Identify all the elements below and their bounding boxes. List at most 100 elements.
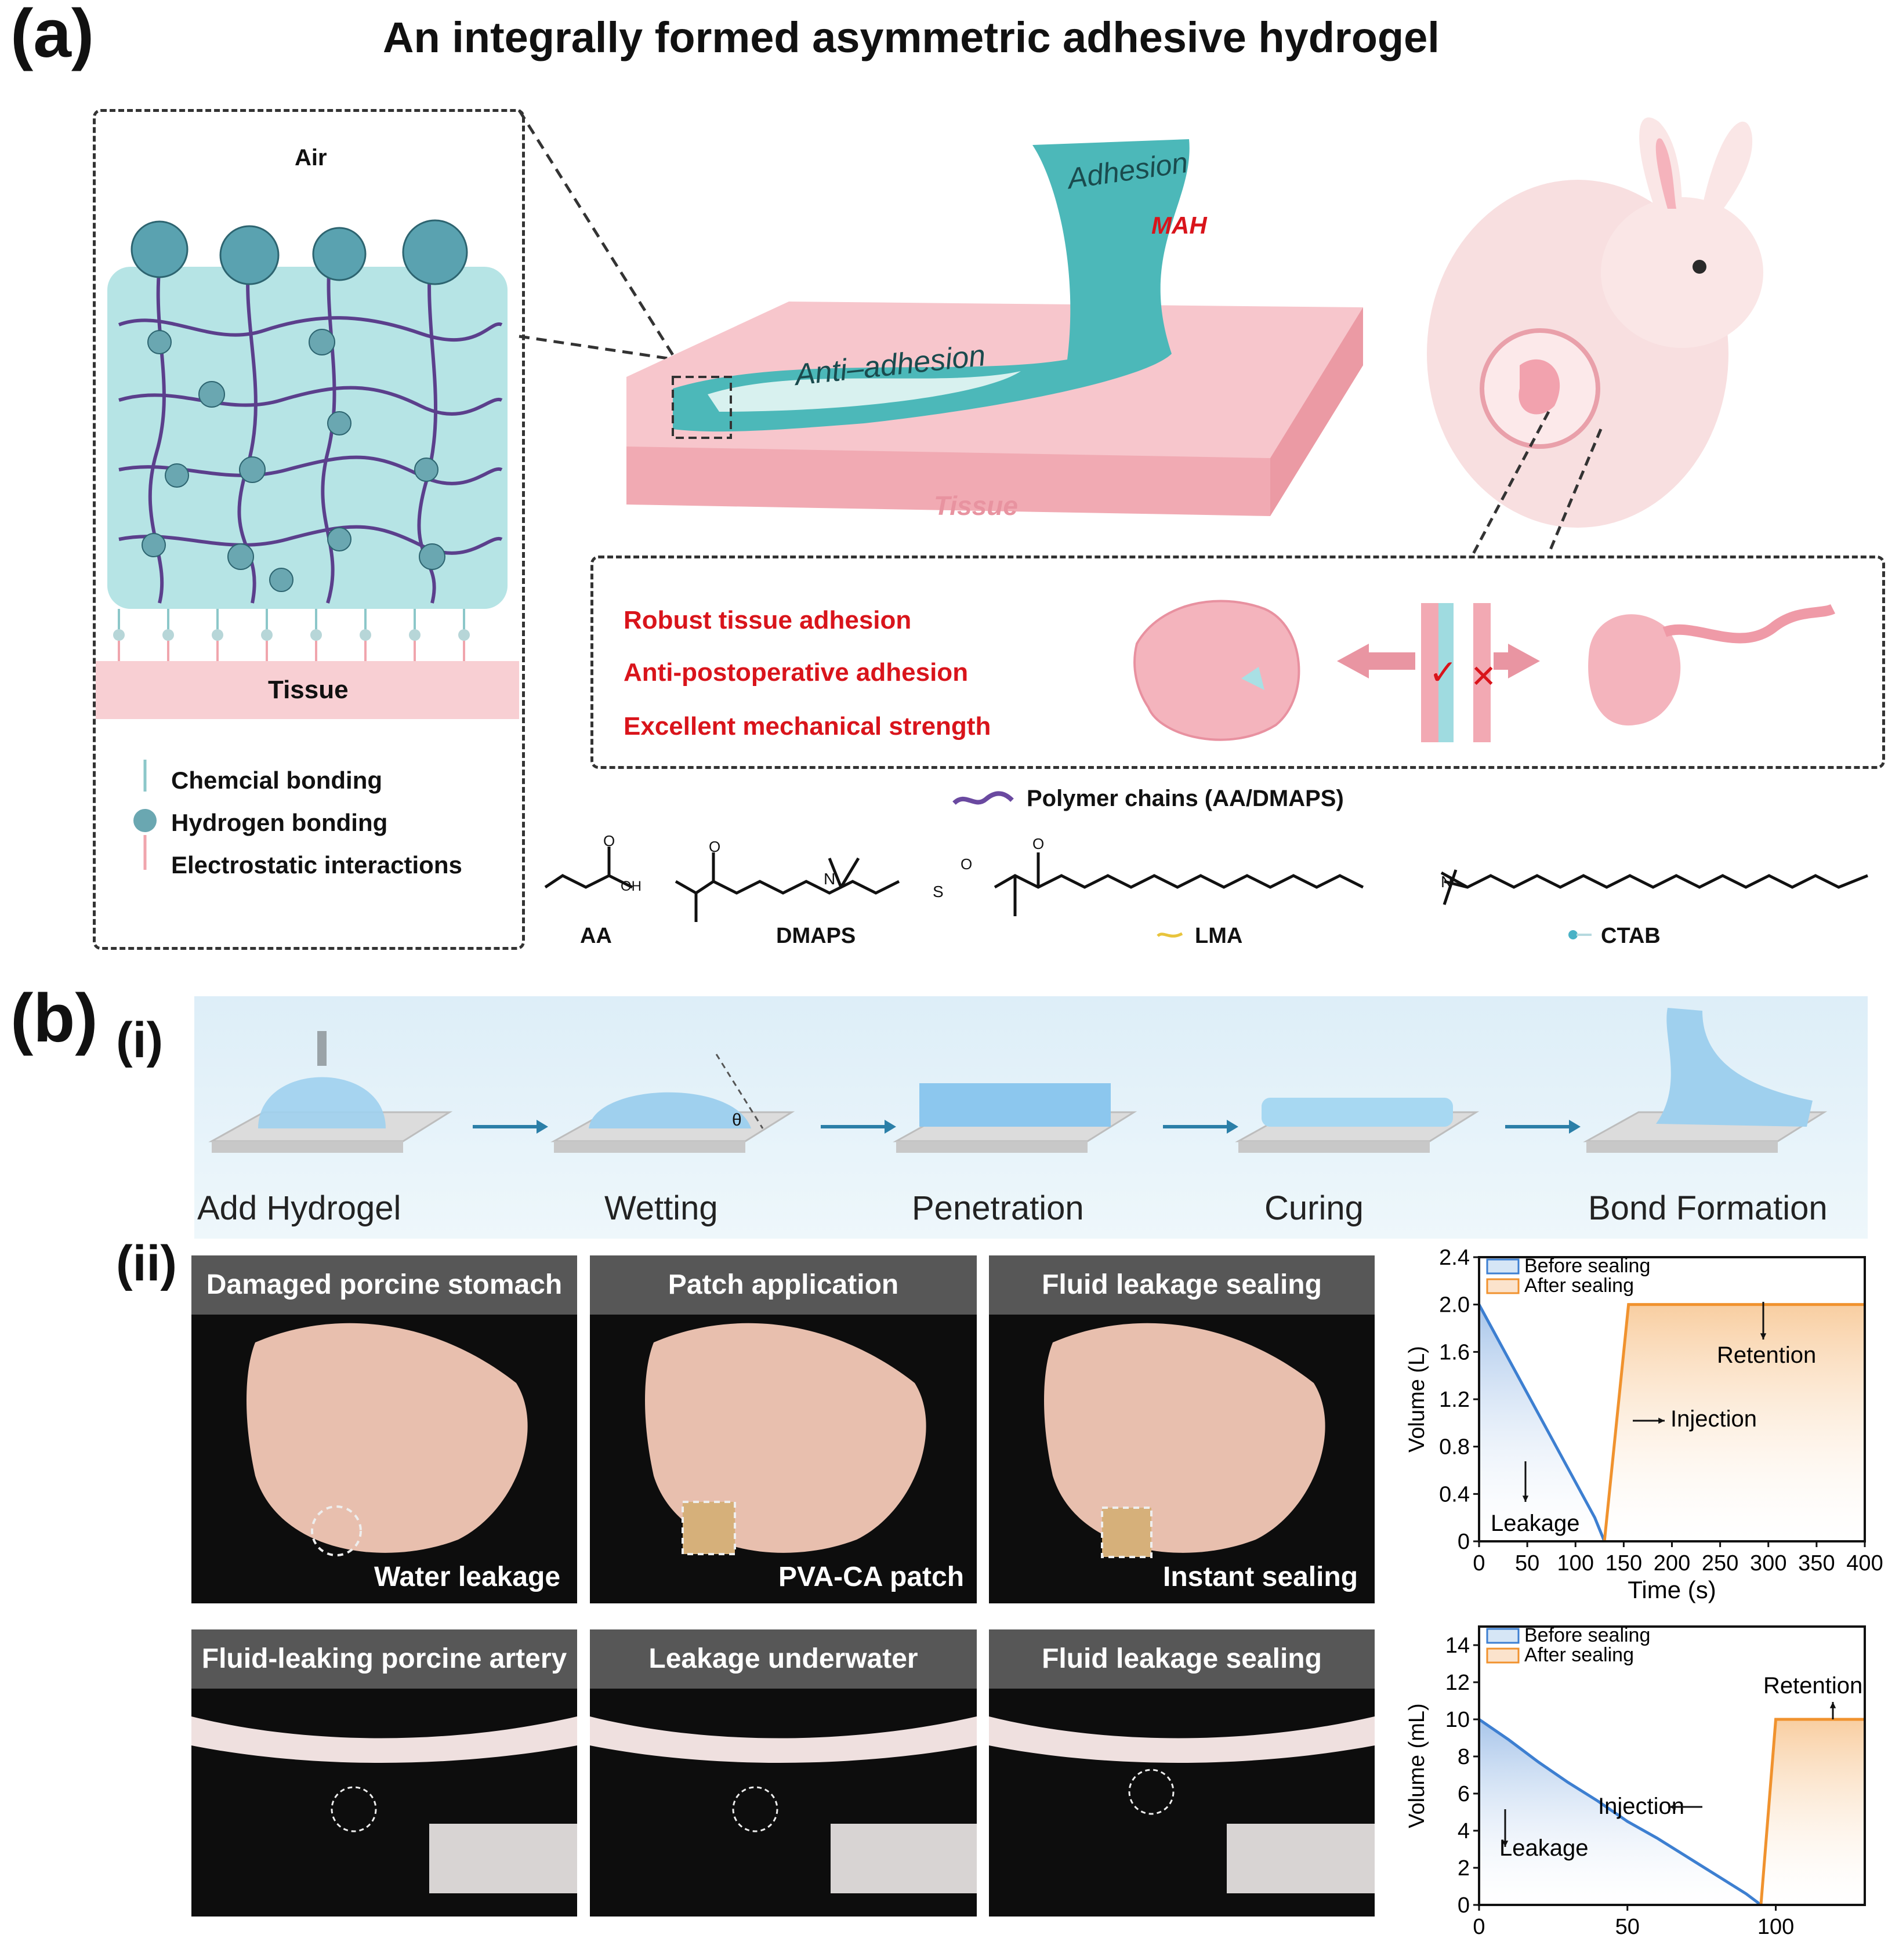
y-tick-label: 0.4 [1439, 1482, 1470, 1507]
lma-o-label: O [1032, 835, 1045, 852]
legend-electrostatic: Electrostatic interactions [171, 851, 462, 879]
dmaps-n-label: N [824, 870, 836, 888]
property-mechanical-strength: Excellent mechanical strength [624, 712, 991, 741]
y-tick-label: 0 [1458, 1893, 1470, 1918]
series-area-after [1760, 1719, 1865, 1905]
lma-icon [1157, 932, 1183, 938]
series-line-after-sealing [1603, 1303, 1865, 1542]
y-tick-label: 14 [1445, 1634, 1470, 1658]
ctab-icon [1568, 930, 1592, 939]
y-tick-label: 6 [1458, 1782, 1470, 1806]
annotation-retention: Retention [1763, 1673, 1862, 1698]
annotation-arrowhead [1829, 1702, 1836, 1708]
step-wetting: Wetting [604, 1189, 718, 1227]
series-area-before [1479, 1719, 1761, 1905]
y-tick-label: 1.6 [1439, 1340, 1470, 1364]
annotation-arrowhead [1658, 1417, 1665, 1424]
property-anti-postoperative: Anti-postoperative adhesion [624, 658, 969, 687]
legend-label: Before sealing [1524, 1255, 1650, 1277]
rabbit-zoom-lines [1472, 411, 1603, 555]
photo-leakage-underwater: Leakage underwater [590, 1629, 977, 1917]
y-tick-label: 4 [1458, 1819, 1470, 1843]
panel-b-letter: (b) [10, 980, 98, 1057]
x-tick-label: 300 [1750, 1551, 1786, 1576]
annotation-injection: Injection [1670, 1406, 1757, 1432]
hydrogel-3d-illustration [626, 139, 1363, 516]
polymer-legend-label: Polymer chains (AA/DMAPS) [1027, 786, 1344, 811]
x-tick-label: 0 [1473, 1551, 1485, 1576]
hydrogel-network-schematic [96, 219, 519, 719]
step-penetration: Penetration [912, 1189, 1084, 1227]
dmaps-ominus-label: O [961, 855, 973, 873]
series-line-after-sealing [1759, 1718, 1865, 1905]
legend-swatch [1486, 1278, 1520, 1294]
legend-swatch [1486, 1628, 1520, 1644]
molecule-structures [544, 847, 1868, 922]
y-tick-label: 2 [1458, 1856, 1470, 1881]
photo-damaged-stomach: Damaged porcine stomach Water leakage [191, 1255, 577, 1603]
step-add-hydrogel: Add Hydrogel [197, 1189, 401, 1227]
zoom-lines [517, 109, 677, 361]
legend-chemical-bonding: Chemcial bonding [171, 767, 383, 794]
x-axis-label: Time (s) [1628, 1576, 1716, 1603]
photo-patch-application: Patch application PVA-CA patch [590, 1255, 977, 1603]
x-tick-label: 100 [1757, 1915, 1794, 1939]
dmaps-s-label: S [933, 883, 944, 901]
air-label: Air [295, 145, 327, 170]
ctab-n-label: N [1441, 873, 1453, 891]
mah-label: MAH [1151, 212, 1207, 239]
annotation-arrowhead [1760, 1333, 1767, 1340]
check-mark-icon: ✓ [1429, 653, 1458, 692]
tissue-label-3d: Tissue [934, 491, 1018, 521]
polymer-chain-icon [952, 791, 1014, 805]
photo-caption: Instant sealing [1163, 1562, 1358, 1592]
y-tick-label: 1.2 [1439, 1388, 1470, 1412]
y-tick-label: 2.4 [1439, 1247, 1470, 1270]
dmaps-o-label: O [709, 838, 721, 855]
y-axis-label: Volume (mL) [1405, 1703, 1429, 1828]
annotation-arrowhead [1502, 1841, 1509, 1847]
x-tick-label: 0 [1473, 1915, 1485, 1939]
y-tick-label: 0 [1458, 1530, 1470, 1554]
aa-label: AA [580, 924, 612, 948]
step-bond-formation: Bond Formation [1588, 1189, 1828, 1227]
photo-header: Fluid leakage sealing [989, 1629, 1375, 1689]
panel-a-letter: (a) [10, 0, 95, 72]
photo-fluid-sealing-stomach: Fluid leakage sealing Instant sealing [989, 1255, 1375, 1603]
legend-label: After sealing [1524, 1644, 1634, 1666]
x-tick-label: 150 [1606, 1551, 1642, 1576]
cross-mark-icon: ✕ [1470, 659, 1497, 694]
photo-caption: Water leakage [374, 1562, 561, 1592]
annotation-retention: Retention [1717, 1342, 1816, 1368]
bond-legend-icons [133, 760, 157, 870]
properties-box [590, 556, 1885, 769]
annotation-leakage: Leakage [1491, 1511, 1579, 1536]
network-schematic-box [93, 109, 525, 950]
rabbit-illustration [1427, 117, 1763, 528]
annotation-leakage: Leakage [1499, 1835, 1588, 1861]
tissue-label-left: Tissue [268, 676, 349, 704]
legend-hydrogen-bonding: Hydrogen bonding [171, 809, 388, 836]
x-tick-label: 200 [1654, 1551, 1690, 1576]
photo-header: Damaged porcine stomach [191, 1255, 577, 1315]
organ-comparison-illustration [1133, 600, 1836, 742]
x-tick-label: 100 [1557, 1551, 1594, 1576]
figure-title: An integrally formed asymmetric adhesive… [383, 13, 1440, 61]
y-tick-label: 8 [1458, 1745, 1470, 1769]
annotation-arrowhead [1522, 1496, 1529, 1502]
legend-swatch [1486, 1647, 1520, 1664]
y-tick-label: 10 [1445, 1708, 1470, 1732]
series-line-before-sealing [1477, 1304, 1606, 1542]
x-tick-label: 50 [1615, 1915, 1640, 1939]
y-tick-label: 12 [1445, 1671, 1470, 1695]
x-tick-label: 250 [1702, 1551, 1738, 1576]
photo-header: Leakage underwater [590, 1629, 977, 1689]
series-area-after [1604, 1304, 1865, 1541]
plot-frame [1478, 1625, 1866, 1906]
y-tick-label: 0.8 [1439, 1435, 1470, 1460]
process-step-illustrations [208, 1008, 1828, 1153]
x-tick-label: 50 [1515, 1551, 1539, 1576]
photo-header: Patch application [590, 1255, 977, 1315]
theta-label: θ [732, 1110, 742, 1130]
